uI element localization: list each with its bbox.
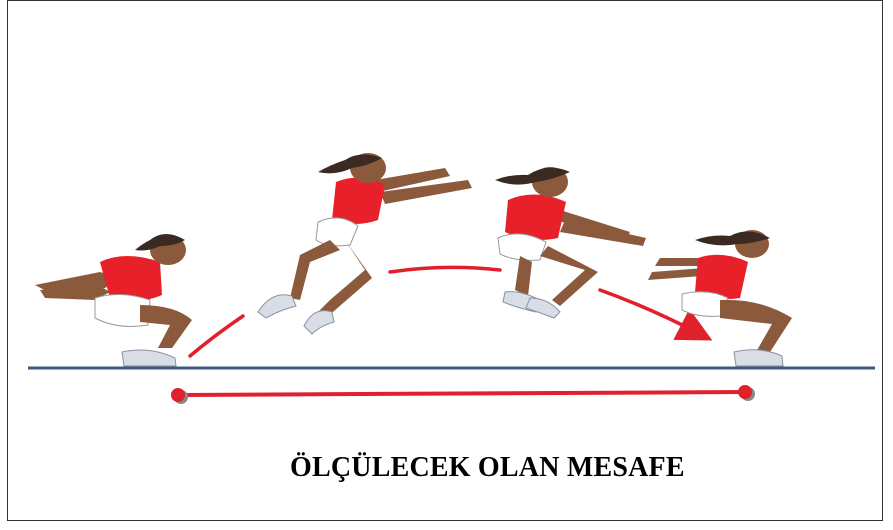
trajectory-arrow-icon: [598, 288, 713, 341]
caption-text: ÖLÇÜLECEK OLAN MESAFE: [290, 452, 685, 483]
measure-line: [171, 385, 755, 404]
athlete-landing: [648, 230, 792, 367]
athlete-crouch-start: [35, 234, 192, 367]
jump-trajectory: [188, 265, 713, 358]
athlete-takeoff: [257, 153, 472, 335]
athlete-flight: [495, 167, 646, 319]
